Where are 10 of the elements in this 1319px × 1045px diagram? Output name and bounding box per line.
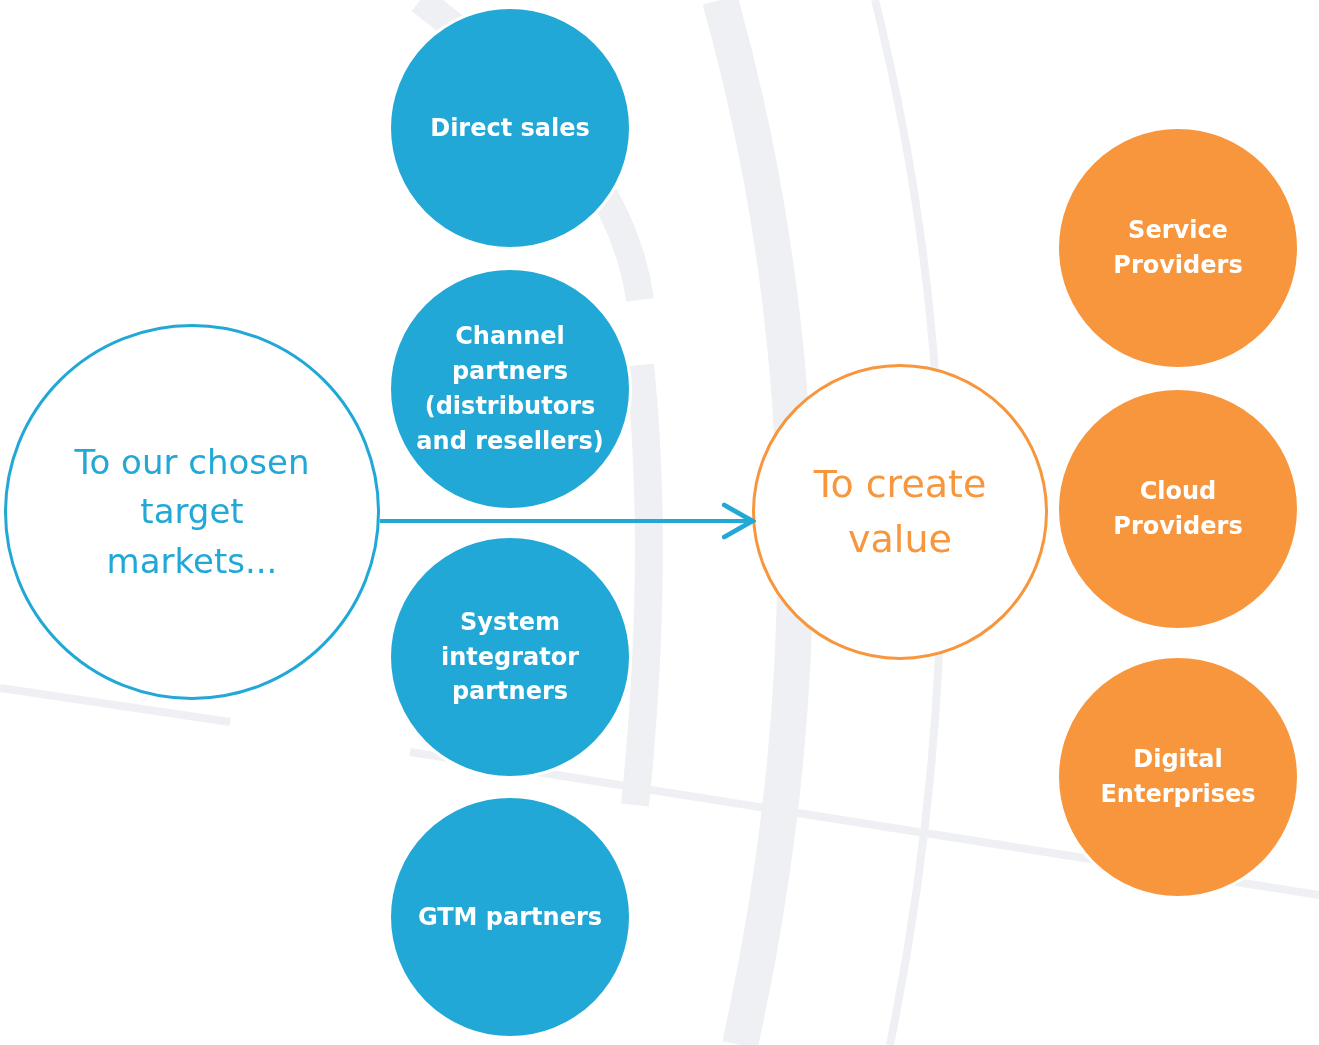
arrow bbox=[379, 502, 755, 540]
circle-label: To create value bbox=[812, 460, 988, 563]
circle-label: Direct sales bbox=[430, 112, 590, 144]
circle-label: Service Providers bbox=[1112, 215, 1244, 281]
circle-label: System integrator partners bbox=[439, 606, 581, 708]
circle-label: To our chosen target markets... bbox=[73, 441, 311, 583]
circle-label: GTM partners bbox=[417, 901, 603, 933]
circle-label: Digital Enterprises bbox=[1099, 744, 1257, 810]
circle-label: Channel partners (distributors and resellers) bbox=[415, 321, 605, 457]
circle-label: Cloud Providers bbox=[1112, 476, 1244, 542]
